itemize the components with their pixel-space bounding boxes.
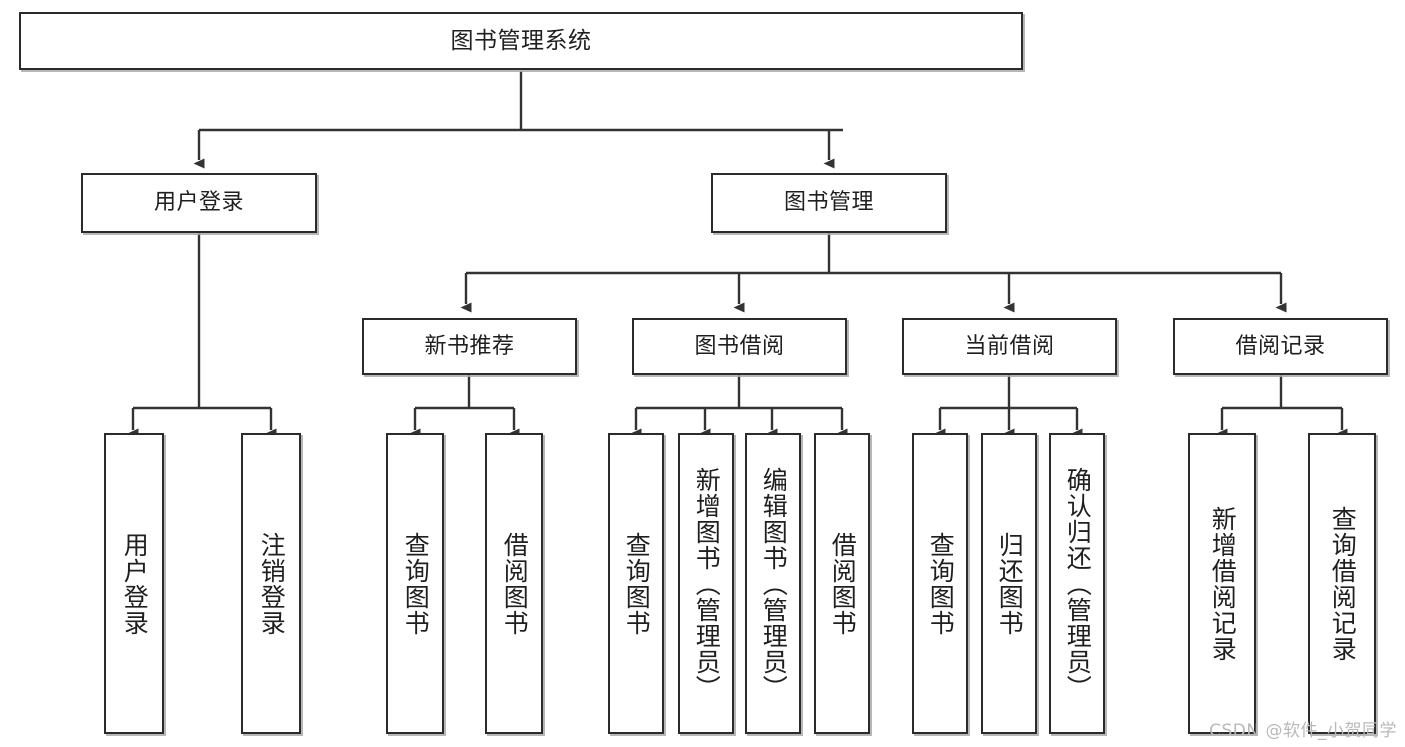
watermark-text: CSDN @软件_小贺同学 <box>1209 721 1397 741</box>
leaf-confirm-return[interactable]: 确认归还（管理员） <box>1049 433 1105 734</box>
node-book-manage[interactable]: 图书管理 <box>711 173 947 233</box>
node-root-system[interactable]: 图书管理系统 <box>19 12 1023 70</box>
node-label: 当前借阅 <box>964 333 1055 359</box>
node-label: 用户登录 <box>153 190 244 216</box>
node-user-login[interactable]: 用户登录 <box>81 173 317 233</box>
leaf-query-book-2[interactable]: 查询图书 <box>608 433 664 734</box>
node-label: 新书推荐 <box>424 333 515 359</box>
leaf-return-book[interactable]: 归还图书 <box>981 433 1037 734</box>
node-label: 查询图书 <box>926 531 956 636</box>
leaf-borrow-book-1[interactable]: 借阅图书 <box>485 433 543 734</box>
leaf-add-record[interactable]: 新增借阅记录 <box>1188 433 1256 734</box>
node-label: 图书借阅 <box>694 333 785 359</box>
node-label: 借阅记录 <box>1235 333 1326 359</box>
node-label: 编辑图书（管理员） <box>759 466 789 701</box>
node-borrow-record[interactable]: 借阅记录 <box>1173 318 1388 375</box>
node-new-book-recommend[interactable]: 新书推荐 <box>362 318 577 375</box>
leaf-borrow-book-2[interactable]: 借阅图书 <box>814 433 870 734</box>
node-label: 确认归还（管理员） <box>1063 466 1093 701</box>
node-book-borrow[interactable]: 图书借阅 <box>632 318 847 375</box>
node-label: 查询图书 <box>622 531 652 636</box>
node-label: 查询图书 <box>401 531 431 636</box>
node-label: 借阅图书 <box>500 531 530 636</box>
leaf-query-record[interactable]: 查询借阅记录 <box>1308 433 1376 734</box>
node-label: 图书管理 <box>783 190 874 216</box>
leaf-query-book-3[interactable]: 查询图书 <box>912 433 968 734</box>
node-label: 新增借阅记录 <box>1208 505 1238 662</box>
node-label: 图书管理系统 <box>450 27 592 54</box>
node-label: 归还图书 <box>995 531 1025 636</box>
leaf-user-login[interactable]: 用户登录 <box>104 433 164 734</box>
leaf-logout[interactable]: 注销登录 <box>241 433 301 734</box>
node-label: 新增图书（管理员） <box>692 466 722 701</box>
leaf-add-book[interactable]: 新增图书（管理员） <box>678 433 734 734</box>
node-label: 用户登录 <box>120 531 150 636</box>
node-label: 借阅图书 <box>828 531 858 636</box>
node-label: 查询借阅记录 <box>1328 505 1358 662</box>
node-label: 注销登录 <box>257 531 287 636</box>
leaf-edit-book[interactable]: 编辑图书（管理员） <box>745 433 801 734</box>
leaf-query-book-1[interactable]: 查询图书 <box>386 433 444 734</box>
node-current-borrow[interactable]: 当前借阅 <box>902 318 1117 375</box>
